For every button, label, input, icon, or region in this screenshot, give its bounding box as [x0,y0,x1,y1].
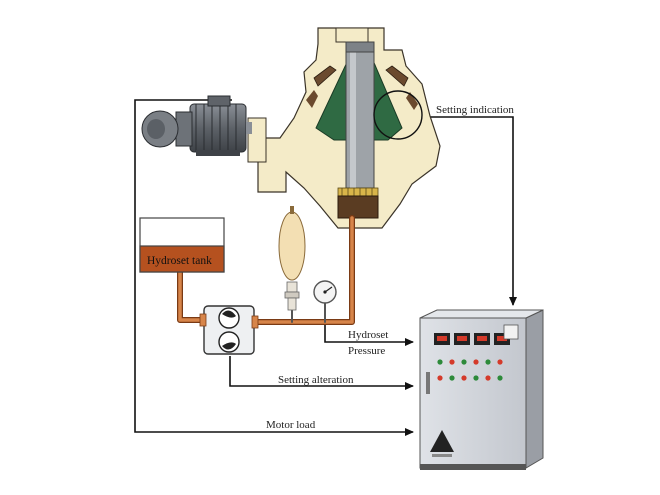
hydroset-piston [337,195,379,219]
pump-icon [199,305,259,355]
setting-indication-label: Setting indication [436,104,514,116]
motor-icon [141,95,252,156]
setting-indicator-circle [373,90,423,140]
signal-lines [134,99,517,436]
hydroset-label: Hydroset [348,329,388,341]
cone-crusher [247,27,441,229]
hydroset-pressure-line [324,318,414,346]
motor-load-line [134,99,414,436]
hydroset-tank-label: Hydroset tank [147,255,212,267]
setting-indication-line [422,116,517,306]
pressure-label: Pressure [348,345,385,357]
hydraulic-pipes [177,215,355,325]
accumulator-icon [278,206,306,311]
hydroset-tank: Hydroset tank [139,217,225,273]
motor-load-label: Motor load [266,419,316,431]
setting-alteration-line [229,356,414,390]
setting-alteration-label: Setting alteration [278,374,354,386]
control-cabinet-icon [419,309,544,470]
pressure-gauge-icon [313,280,337,304]
